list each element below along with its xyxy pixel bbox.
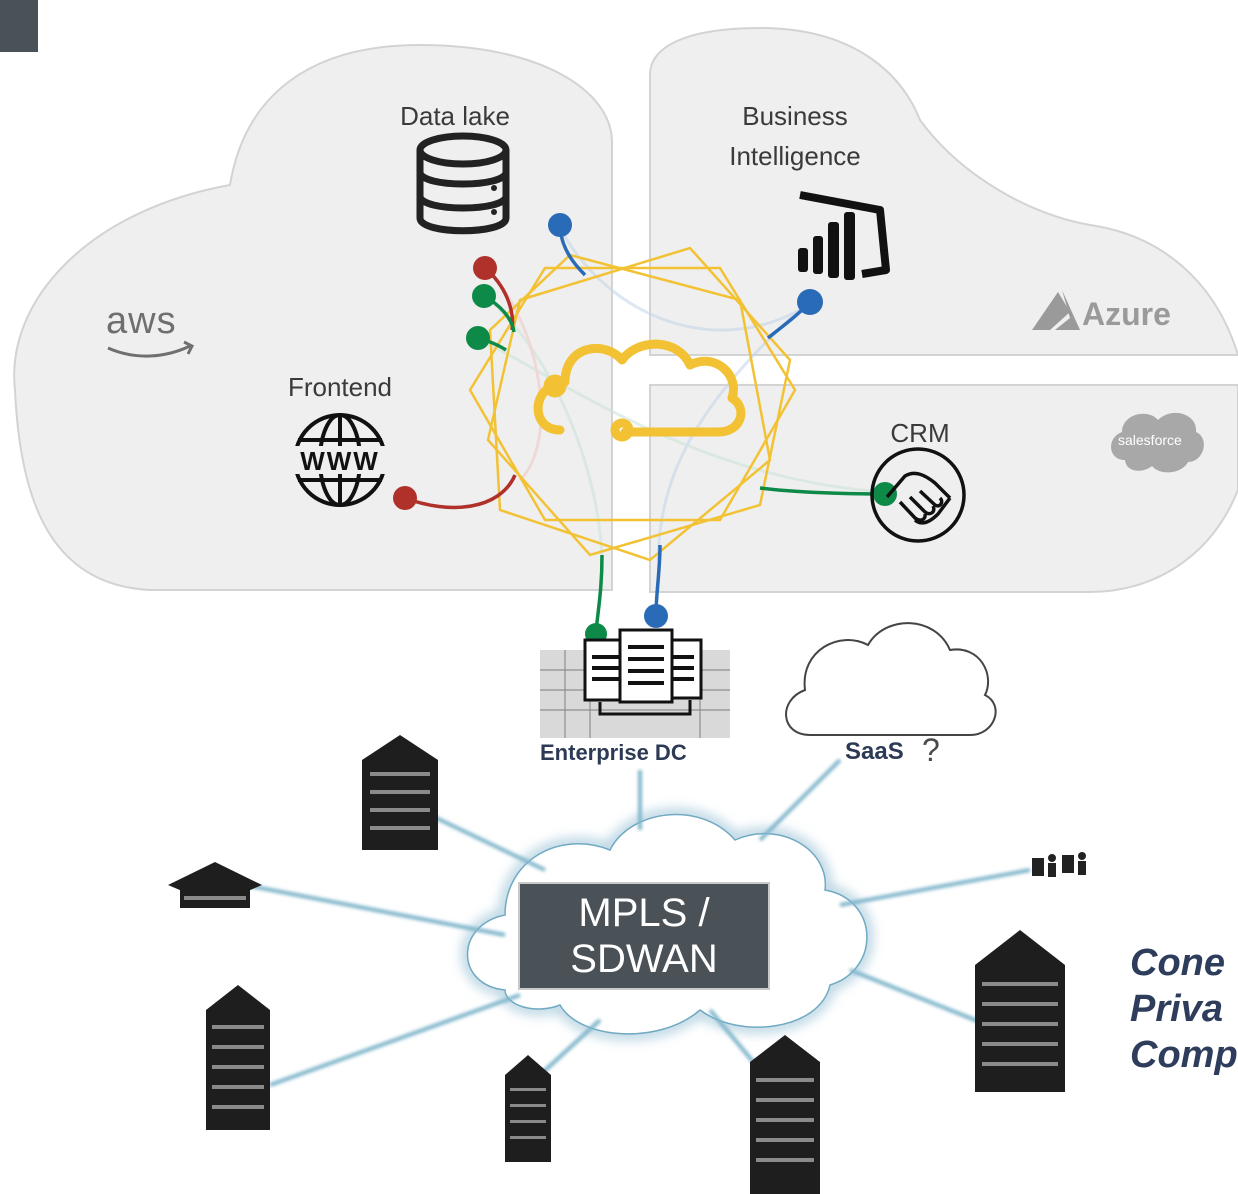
side-caption-line3: Comp — [1130, 1034, 1238, 1076]
www-globe-icon: WWW — [292, 413, 388, 507]
building-icon — [505, 1055, 551, 1162]
mpls-sdwan-box: MPLS / SDWAN — [518, 882, 770, 990]
building-icon — [362, 735, 438, 850]
azure-cloud — [649, 26, 1238, 356]
computer-users-icon — [1032, 852, 1086, 877]
side-caption: Cone Priva Comp — [1130, 940, 1238, 1078]
building-icon — [750, 1035, 820, 1194]
corner-tab — [0, 0, 38, 52]
salesforce-logo: salesforce — [1118, 432, 1182, 448]
salesforce-logo-icon — [1111, 412, 1204, 473]
power-bi-icon — [798, 191, 890, 280]
hub-hexagons — [468, 246, 797, 562]
cloud-hub-icon — [533, 339, 746, 442]
salesforce-cloud — [649, 384, 1238, 593]
business-intelligence-label: Business Intelligence — [700, 96, 890, 177]
mpls-line2: SDWAN — [570, 937, 718, 981]
saas-question-mark: ? — [922, 732, 940, 768]
azure-logo: Azure — [1082, 296, 1171, 332]
enterprise-dc-label: Enterprise DC — [540, 740, 687, 765]
side-caption-line1: Cone — [1130, 942, 1225, 984]
data-lake-label: Data lake — [400, 101, 510, 131]
database-icon — [416, 132, 510, 235]
saas-label: SaaS — [845, 738, 904, 765]
building-icon — [206, 985, 270, 1130]
svg-text:WWW: WWW — [300, 446, 380, 476]
bi-label-line2: Intelligence — [729, 141, 861, 172]
handshake-icon — [870, 447, 966, 543]
side-caption-line2: Priva — [1130, 988, 1223, 1030]
frontend-label: Frontend — [287, 372, 393, 402]
building-icon — [975, 930, 1065, 1092]
bi-label-line1: Business — [742, 101, 848, 131]
aws-smile-icon — [107, 344, 191, 358]
crm-label: CRM — [890, 418, 950, 448]
server-rack-icon — [540, 628, 730, 738]
building-icon — [168, 862, 262, 908]
azure-logo-icon — [1032, 290, 1080, 330]
mpls-line1: MPLS / — [578, 891, 710, 935]
link-endpoints — [393, 213, 897, 645]
aws-logo: aws — [106, 300, 177, 342]
saas-cloud-icon — [785, 622, 997, 736]
